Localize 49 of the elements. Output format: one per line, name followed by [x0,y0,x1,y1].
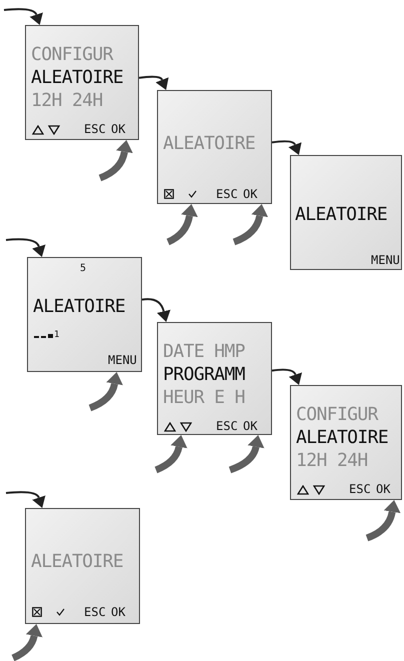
button-label: OK [111,606,126,618]
curved-arrow [6,491,46,508]
menu-line: DATE HMP [163,343,245,361]
display-text: ALEATOIRE [31,553,124,571]
menu-line: 12H 24H [31,92,103,110]
button-label: OK [243,420,258,432]
selected-menu-item: PROGRAMM [163,366,245,384]
display-text: ALEATOIRE [163,135,256,153]
menu-line: 12H 24H [296,452,368,470]
button-label: ESC [216,188,238,200]
curved-arrow [232,204,268,246]
curved-arrow [272,140,302,154]
lcd-screen [290,155,402,270]
curved-arrow [12,624,42,661]
button-label: OK [243,188,258,200]
curved-arrow [166,204,198,246]
curved-arrow [228,435,264,474]
menu-line: CONFIGUR [31,46,113,64]
menu-line: HEUR E H [163,389,245,407]
display-text: ALEATOIRE [295,206,388,224]
button-label: ESC [349,483,371,495]
lcd-screen [157,322,272,435]
button-label: ESC [216,420,238,432]
curved-arrow [6,238,46,257]
curved-arrow [154,435,188,474]
lcd-screen [290,385,402,500]
curved-arrow [366,500,400,542]
curved-arrow [142,298,170,322]
lcd-screen [25,25,139,140]
button-label: OK [376,483,390,495]
lcd-screen [157,90,272,204]
curved-arrow [4,8,43,24]
lcd-screen [27,257,142,372]
button-label: MENU [371,254,400,266]
button-label: OK [111,123,126,135]
curved-arrow [98,140,133,182]
button-label: ESC [84,606,106,618]
lcd-screen [25,508,140,624]
digit: 1 [54,331,60,340]
menu-line: CONFIGUR [296,406,378,424]
curved-arrow [138,76,168,90]
button-label: MENU [108,354,137,366]
digit: 5 [80,264,86,274]
curved-arrow [272,368,302,384]
selected-menu-item: ALEATOIRE [31,69,124,87]
curved-arrow [88,372,123,412]
button-label: ESC [84,123,106,135]
selected-menu-item: ALEATOIRE [296,429,388,447]
display-text: ALEATOIRE [33,298,126,316]
